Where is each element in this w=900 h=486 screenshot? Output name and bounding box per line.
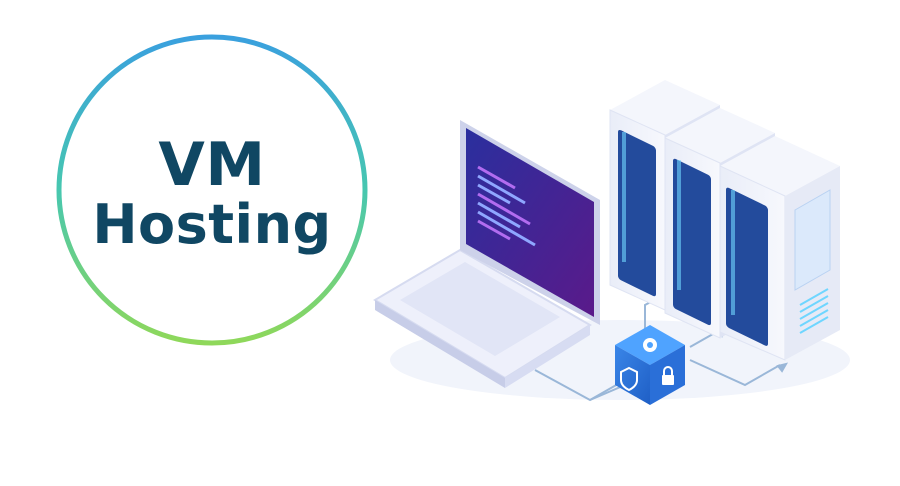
lock-icon [662,366,674,385]
laptop [373,120,600,388]
hosting-illustration [360,60,880,440]
keyboard [400,262,560,356]
shield-icon [620,366,638,392]
badge-title: VM Hosting [52,30,372,350]
badge-title-line1: VM [158,130,266,201]
server-lights [622,132,735,315]
server-rack-3 [719,136,840,361]
gradient-ring [56,34,368,346]
settings-cube [615,325,685,405]
gear-icon [643,338,657,352]
vent-lines [799,288,829,334]
badge-title-line2: Hosting [92,193,332,257]
vm-hosting-badge: VM Hosting [52,30,372,350]
code-lines [477,165,536,247]
